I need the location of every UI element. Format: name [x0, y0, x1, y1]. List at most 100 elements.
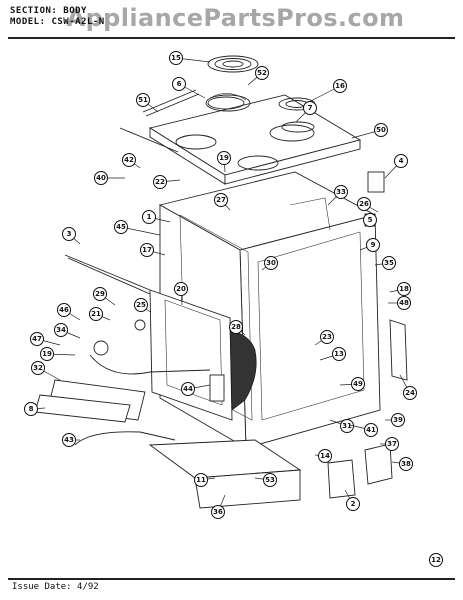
callout-number: 42	[124, 156, 134, 164]
callout-balloon	[211, 505, 225, 519]
callout-balloon	[385, 437, 399, 451]
callout-24: 24	[399, 374, 417, 400]
callout-number: 12	[431, 556, 441, 564]
callout-number: 47	[32, 335, 42, 343]
drip-bowls	[207, 96, 315, 133]
callout-number: 25	[136, 301, 146, 309]
callout-balloon	[136, 93, 150, 107]
callout-47: 47	[30, 332, 61, 346]
callout-39: 39	[385, 413, 405, 427]
issue-label: Issue Date:	[12, 582, 72, 592]
callout-26: 26	[357, 197, 379, 213]
callout-balloon	[332, 347, 346, 361]
callout-number: 21	[91, 310, 101, 318]
section-row: SECTION: BODY	[10, 6, 105, 17]
callout-22: 22	[153, 175, 181, 189]
callout-balloon	[382, 256, 396, 270]
callout-44: 44	[181, 382, 211, 396]
callout-number: 18	[399, 285, 409, 293]
callout-balloon	[333, 79, 347, 93]
callout-15: 15	[169, 51, 211, 65]
callout-49: 49	[339, 377, 365, 391]
callout-balloon	[366, 238, 380, 252]
callout-16: 16	[304, 79, 347, 105]
footer-rule	[8, 578, 455, 580]
callout-number: 36	[213, 508, 223, 516]
callout-number: 3	[67, 230, 72, 238]
callout-1: 1	[142, 210, 171, 224]
callout-number: 44	[183, 385, 193, 393]
callout-29: 29	[93, 287, 116, 306]
callout-balloon	[351, 377, 365, 391]
callout-12: 12	[429, 553, 443, 567]
callout-balloon	[397, 282, 411, 296]
callout-balloon	[217, 151, 231, 165]
callout-balloon	[30, 332, 44, 346]
terminal-block	[327, 459, 356, 499]
watermark: AppliancePartsPros.com	[66, 4, 405, 32]
issue-date: Issue Date: 4/92	[12, 582, 99, 592]
callout-number: 1	[147, 213, 152, 221]
callout-balloon	[263, 473, 277, 487]
callout-balloon	[334, 185, 348, 199]
callout-31: 31	[329, 419, 354, 433]
callout-43: 43	[62, 433, 80, 447]
bracket	[364, 443, 393, 485]
callout-number: 22	[155, 178, 165, 186]
callout-20: 20	[174, 282, 188, 306]
callout-balloon	[153, 175, 167, 189]
callout-balloon	[399, 457, 413, 471]
callout-46: 46	[57, 303, 81, 321]
callout-5: 5	[363, 213, 377, 227]
callout-balloon	[54, 323, 68, 337]
callout-balloon	[363, 213, 377, 227]
callout-balloon	[303, 101, 317, 115]
callout-19: 19	[217, 151, 231, 173]
callout-11: 11	[194, 473, 216, 487]
thermostat	[367, 171, 385, 193]
callout-number: 23	[322, 333, 332, 341]
callout-balloon	[172, 77, 186, 91]
callout-27: 27	[214, 193, 231, 211]
callout-balloon	[320, 330, 334, 344]
callout-13: 13	[319, 347, 346, 361]
section-value: BODY	[63, 6, 87, 16]
callout-number: 40	[96, 174, 106, 182]
callout-balloon	[429, 553, 443, 567]
callout-number: 26	[359, 200, 369, 208]
callout-40: 40	[94, 171, 125, 185]
callout-2: 2	[344, 489, 360, 511]
callout-balloon	[214, 193, 228, 207]
section-label: SECTION:	[10, 6, 58, 16]
callout-balloon	[94, 171, 108, 185]
callout-balloon	[403, 386, 417, 400]
callout-balloon	[346, 497, 360, 511]
callout-number: 39	[393, 416, 403, 424]
callout-number: 45	[116, 223, 126, 231]
callout-48: 48	[388, 296, 411, 310]
callout-32: 32	[31, 361, 61, 381]
callout-balloon	[181, 382, 195, 396]
wire-harness	[89, 354, 211, 375]
callout-number: 8	[29, 405, 34, 413]
callout-number: 16	[335, 82, 345, 90]
callout-balloon	[169, 51, 183, 65]
callout-number: 53	[265, 476, 275, 484]
callout-number: 19	[219, 154, 229, 162]
callout-number: 11	[196, 476, 206, 484]
callout-balloon	[194, 473, 208, 487]
callout-21: 21	[89, 307, 111, 321]
callout-number: 51	[138, 96, 148, 104]
callout-balloon	[391, 413, 405, 427]
knob	[134, 319, 146, 331]
header-rule	[8, 37, 455, 39]
callout-37: 37	[380, 437, 399, 451]
callout-number: 14	[320, 452, 330, 460]
front-trim	[119, 127, 179, 153]
callout-34: 34	[54, 323, 81, 339]
callout-4: 4	[384, 154, 408, 179]
callout-41: 41	[349, 423, 378, 437]
callout-balloon	[364, 423, 378, 437]
